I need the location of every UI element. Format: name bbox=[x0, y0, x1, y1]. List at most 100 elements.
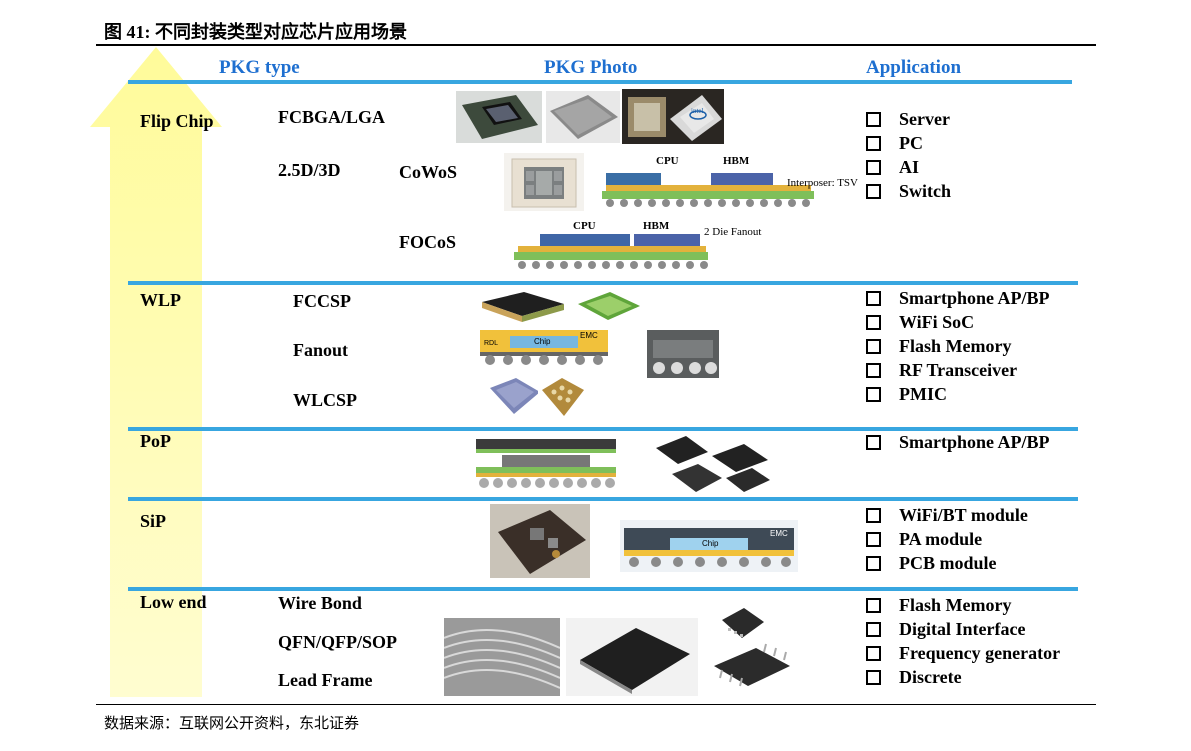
sip-photo bbox=[490, 504, 590, 578]
checkbox-icon bbox=[866, 434, 881, 450]
wirebond-photo bbox=[444, 618, 560, 696]
application-label: PMIC bbox=[899, 384, 947, 404]
application-item: Discrete bbox=[866, 665, 1060, 689]
pkg-wlcsp: WLCSP bbox=[293, 390, 358, 410]
checkbox-icon bbox=[866, 290, 881, 306]
application-label: Smartphone AP/BP bbox=[899, 288, 1050, 308]
checkbox-icon bbox=[866, 597, 881, 613]
source-note: 数据来源：互联网公开资料，东北证券 bbox=[104, 716, 360, 732]
application-item: PC bbox=[866, 131, 951, 155]
application-item: Switch bbox=[866, 179, 951, 203]
applications-sip: WiFi/BT module PA module PCB module bbox=[866, 503, 1028, 575]
cowos-cross-section: CPU HBM Interposer: TSV bbox=[596, 153, 861, 213]
cowos-interposer-label: Interposer: TSV bbox=[787, 177, 858, 189]
applications-wlp: Smartphone AP/BP WiFi SoC Flash Memory R… bbox=[866, 286, 1050, 406]
checkbox-icon bbox=[866, 135, 881, 151]
pkg-wire-bond: Wire Bond bbox=[278, 593, 362, 613]
application-item: WiFi/BT module bbox=[866, 503, 1028, 527]
qfn-photo bbox=[718, 604, 768, 642]
application-label: Digital Interface bbox=[899, 619, 1026, 639]
application-label: AI bbox=[899, 157, 920, 177]
application-item: PA module bbox=[866, 527, 1028, 551]
application-label: Switch bbox=[899, 181, 952, 201]
focos-fanout-label: 2 Die Fanout bbox=[704, 226, 762, 238]
cowos-cpu-label: CPU bbox=[656, 155, 679, 167]
focos-cross-section: CPU HBM 2 Die Fanout bbox=[510, 218, 770, 274]
category-pop: PoP bbox=[140, 431, 171, 451]
checkbox-icon bbox=[866, 314, 881, 330]
header-pkg-photo: PKG Photo bbox=[544, 57, 638, 78]
divider-wlp bbox=[128, 281, 1078, 285]
category-sip: SiP bbox=[140, 511, 167, 531]
sop-photo bbox=[708, 640, 794, 696]
pop-cross-section bbox=[472, 435, 620, 491]
checkbox-icon bbox=[866, 111, 881, 127]
checkbox-icon bbox=[866, 531, 881, 547]
application-item: Digital Interface bbox=[866, 617, 1060, 641]
pkg-fanout: Fanout bbox=[293, 340, 349, 360]
focos-hbm-label: HBM bbox=[643, 220, 670, 232]
application-label: Smartphone AP/BP bbox=[899, 432, 1050, 452]
intel-logo-text: intel bbox=[691, 107, 704, 115]
application-label: PA module bbox=[899, 529, 983, 549]
checkbox-icon bbox=[866, 555, 881, 571]
figure-title: 图 41: 不同封装类型对应芯片应用场景 bbox=[104, 22, 407, 42]
pkg-lead-frame: Lead Frame bbox=[278, 670, 373, 690]
pkg-2-5d-3d: 2.5D/3D bbox=[278, 160, 341, 180]
fccsp-photo-1 bbox=[478, 288, 568, 328]
checkbox-icon bbox=[866, 183, 881, 199]
checkbox-icon bbox=[866, 362, 881, 378]
application-label: WiFi SoC bbox=[899, 312, 975, 332]
divider-header bbox=[128, 80, 1072, 84]
divider-pop bbox=[128, 427, 1078, 431]
application-item: WiFi SoC bbox=[866, 310, 1050, 334]
pkg-cowos: CoWoS bbox=[399, 162, 458, 182]
application-item: Flash Memory bbox=[866, 334, 1050, 358]
application-label: Frequency generator bbox=[899, 643, 1061, 663]
checkbox-icon bbox=[866, 386, 881, 402]
application-item: PCB module bbox=[866, 551, 1028, 575]
application-label: PC bbox=[899, 133, 923, 153]
pkg-qfn-qfp-sop: QFN/QFP/SOP bbox=[278, 632, 397, 652]
sip-emc-label: EMC bbox=[770, 529, 788, 538]
application-item: Smartphone AP/BP bbox=[866, 430, 1050, 454]
pkg-fcbga-lga: FCBGA/LGA bbox=[278, 107, 386, 127]
cowos-hbm-label: HBM bbox=[723, 155, 750, 167]
fcbga-photo-intel: intel bbox=[622, 89, 724, 144]
bottom-rule bbox=[96, 704, 1096, 705]
wlcsp-photo-2 bbox=[538, 374, 586, 420]
application-label: Flash Memory bbox=[899, 595, 1012, 615]
pkg-focos: FOCoS bbox=[399, 232, 457, 252]
fanout-rdl-label: RDL bbox=[484, 340, 499, 347]
checkbox-icon bbox=[866, 507, 881, 523]
focos-cpu-label: CPU bbox=[573, 220, 596, 232]
application-item: Frequency generator bbox=[866, 641, 1060, 665]
pop-photo-2 bbox=[652, 434, 772, 494]
sip-cross-section: Chip EMC bbox=[620, 520, 798, 572]
fanout-emc-label: EMC bbox=[580, 331, 598, 340]
fccsp-photo-2 bbox=[574, 288, 644, 328]
fanout-photo-2 bbox=[647, 330, 719, 378]
cowos-photo bbox=[504, 153, 584, 211]
application-label: RF Transceiver bbox=[899, 360, 1018, 380]
application-item: Smartphone AP/BP bbox=[866, 286, 1050, 310]
application-label: Discrete bbox=[899, 667, 962, 687]
category-low-end: Low end bbox=[140, 592, 207, 612]
checkbox-icon bbox=[866, 645, 881, 661]
fcbga-photo-1 bbox=[456, 91, 542, 143]
qfp-photo bbox=[566, 618, 698, 696]
application-label: Flash Memory bbox=[899, 336, 1012, 356]
fanout-cross-section: Chip EMC RDL bbox=[480, 330, 608, 366]
upward-arrow bbox=[90, 47, 222, 697]
application-item: Server bbox=[866, 107, 951, 131]
application-label: PCB module bbox=[899, 553, 997, 573]
category-wlp: WLP bbox=[140, 290, 182, 310]
checkbox-icon bbox=[866, 159, 881, 175]
applications-pop: Smartphone AP/BP bbox=[866, 430, 1050, 454]
divider-lowend bbox=[128, 587, 1078, 591]
header-application: Application bbox=[866, 57, 962, 78]
divider-sip bbox=[128, 497, 1078, 501]
application-item: RF Transceiver bbox=[866, 358, 1050, 382]
sip-chip-label: Chip bbox=[702, 539, 719, 548]
pkg-fccsp: FCCSP bbox=[293, 291, 351, 311]
